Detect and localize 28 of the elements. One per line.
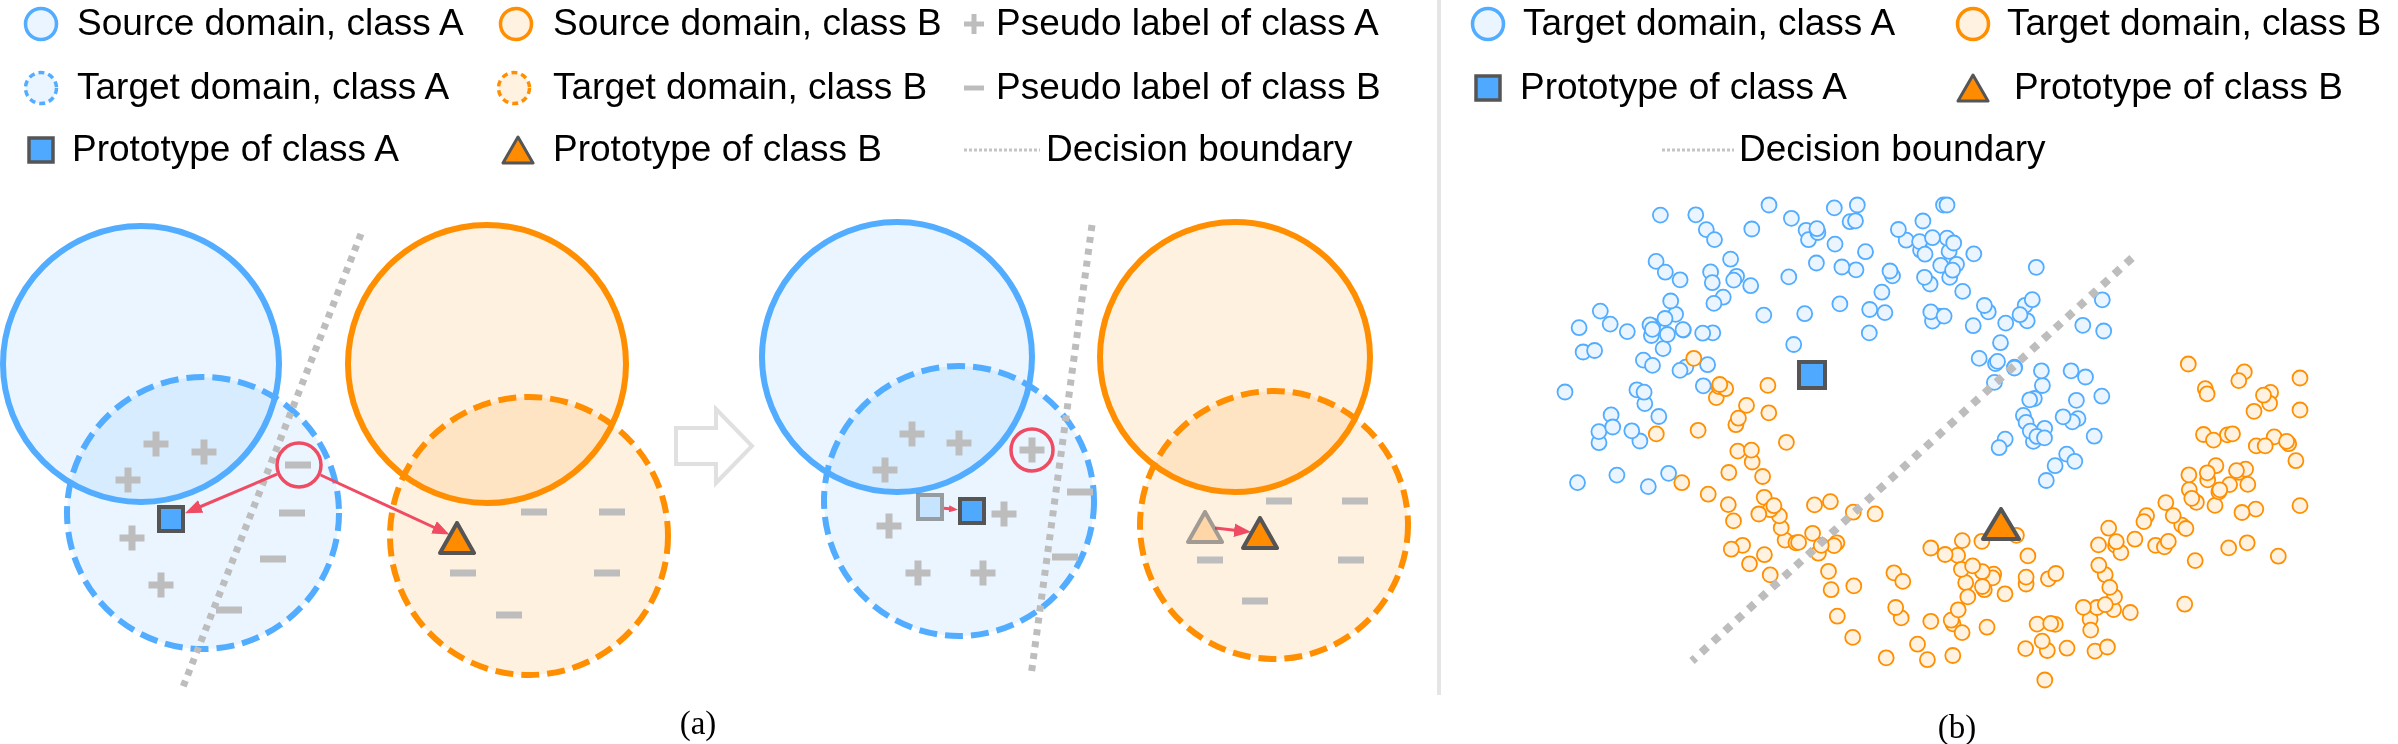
- legend-label: Pseudo label of class A: [996, 3, 1379, 43]
- legend-label: Decision boundary: [1739, 129, 2046, 169]
- square-marker: [958, 497, 986, 525]
- triangle-marker: [1981, 507, 2021, 541]
- legend-label: Target domain, class B: [553, 67, 928, 107]
- legend-label: Source domain, class B: [553, 3, 942, 43]
- faded-square-marker: [916, 493, 944, 521]
- legend-label: Prototype of class A: [72, 129, 399, 169]
- square-marker: [1797, 360, 1827, 390]
- faded-triangle-marker: [1186, 510, 1224, 544]
- arrow: [319, 473, 450, 535]
- arrow: [943, 505, 958, 513]
- legend-label: Pseudo label of class B: [996, 67, 1381, 107]
- legend-label: Target domain, class A: [1523, 3, 1896, 43]
- triangle-marker: [438, 521, 476, 555]
- arrow: [1214, 523, 1252, 537]
- legend-label: Target domain, class B: [2007, 3, 2382, 43]
- panel-label: (a): [679, 705, 717, 741]
- legend-label: Prototype of class A: [1520, 67, 1847, 107]
- legend-label: Decision boundary: [1046, 129, 1353, 169]
- legend-label: Prototype of class B: [553, 129, 883, 169]
- legend-label: Source domain, class A: [77, 3, 464, 43]
- legend-label: Prototype of class B: [2014, 67, 2344, 107]
- square-marker: [157, 505, 185, 533]
- triangle-marker: [1241, 516, 1279, 550]
- highlight-ring: [275, 441, 323, 489]
- legend-label: Target domain, class A: [77, 67, 450, 107]
- arrow: [185, 472, 278, 514]
